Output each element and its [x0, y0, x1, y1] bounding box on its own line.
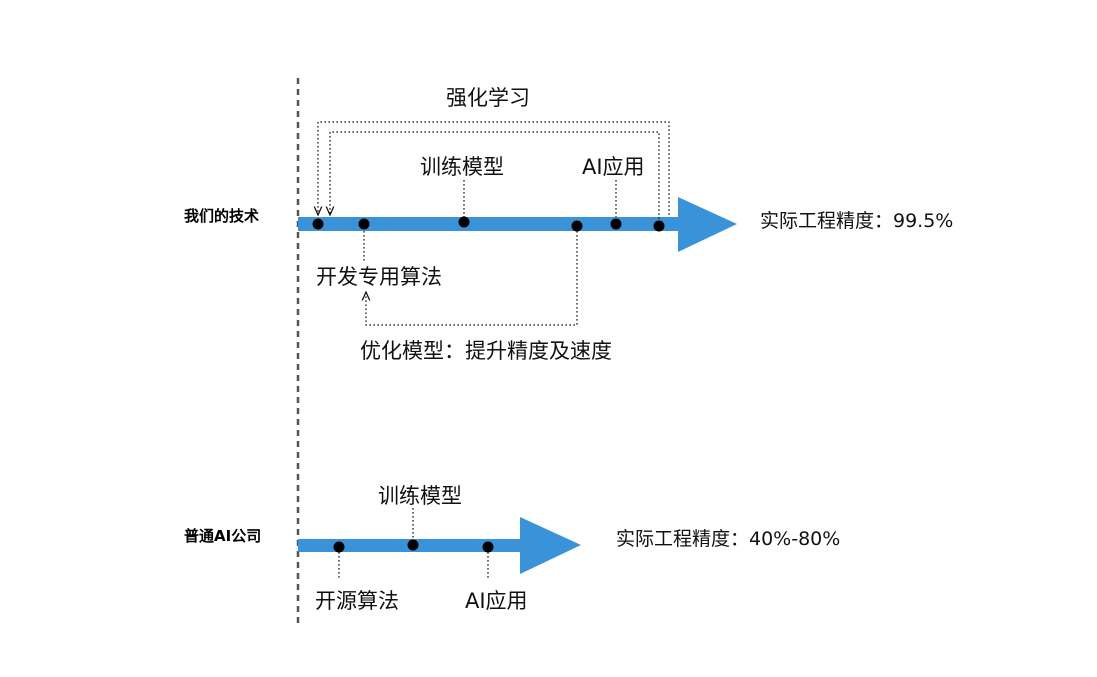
common-ai-result: 实际工程精度：40%-80%: [616, 528, 840, 550]
ai-application-label: AI应用: [582, 155, 645, 179]
our-tech-arrow: [298, 197, 737, 252]
common-ai-dot: [482, 541, 494, 553]
common-open-source-label: 开源算法: [315, 589, 399, 613]
train-model-label: 训练模型: [420, 155, 504, 179]
common-ai-dot: [407, 539, 419, 551]
our-tech-dot: [312, 218, 324, 230]
optimize-model-label: 优化模型：提升精度及速度: [360, 339, 612, 363]
our-tech-dot: [653, 220, 665, 232]
our-tech-row-label: 我们的技术: [184, 207, 259, 225]
our-tech-result: 实际工程精度：99.5%: [760, 210, 953, 232]
common-ai-application-label: AI应用: [465, 589, 528, 613]
our-tech-dot: [571, 220, 583, 232]
common-train-model-label: 训练模型: [378, 484, 462, 508]
optimize-feedback-loop: [366, 231, 578, 326]
our-tech-dot: [458, 216, 470, 228]
our-tech-dot: [610, 218, 622, 230]
reinforcement-outer-loop: [318, 121, 670, 215]
develop-algorithm-label: 开发专用算法: [316, 265, 442, 289]
common-ai-row-label: 普通AI公司: [184, 527, 261, 545]
reinforcement-inner-loop: [330, 131, 660, 219]
our-tech-dot: [358, 218, 370, 230]
reinforcement-learning-label: 强化学习: [446, 86, 530, 110]
common-ai-dot: [333, 541, 345, 553]
